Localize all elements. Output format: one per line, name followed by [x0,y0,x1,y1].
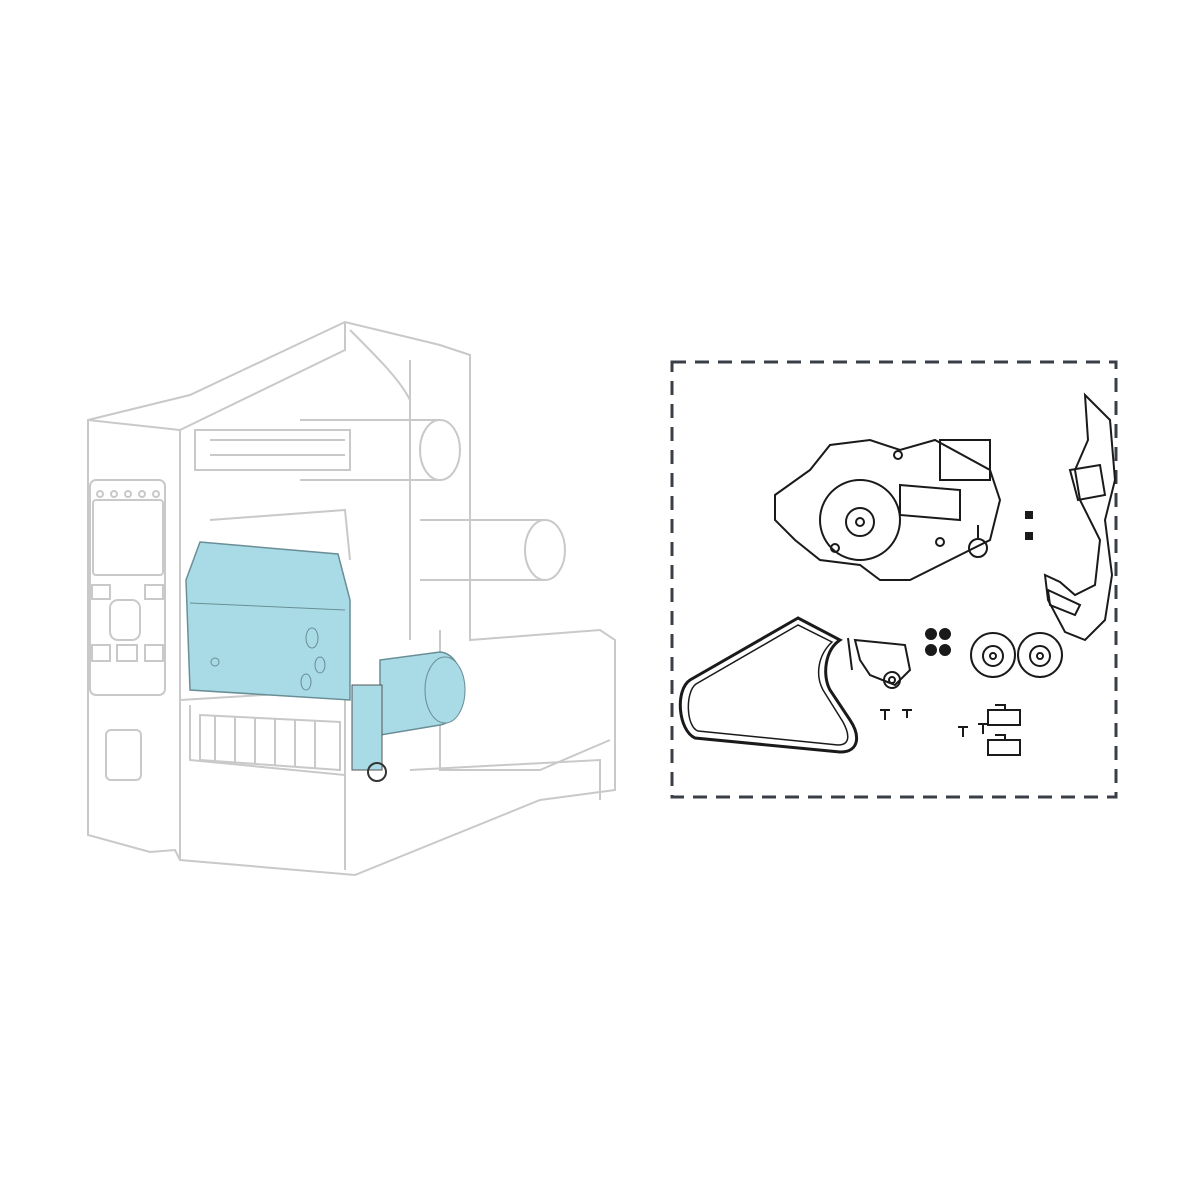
printer-illustration [87,320,616,877]
gear-part-1 [970,632,1016,678]
clip-part-1 [987,704,1021,726]
rewind-plate-part [774,438,1002,581]
highlighted-rewind-plate [185,541,466,782]
belt-part [678,616,859,754]
gear-part-2 [1017,632,1063,678]
cover-part [1043,392,1117,642]
rewind-kit-parts [678,392,1117,756]
bracket-part [853,638,912,687]
clip-part-2 [987,734,1021,756]
